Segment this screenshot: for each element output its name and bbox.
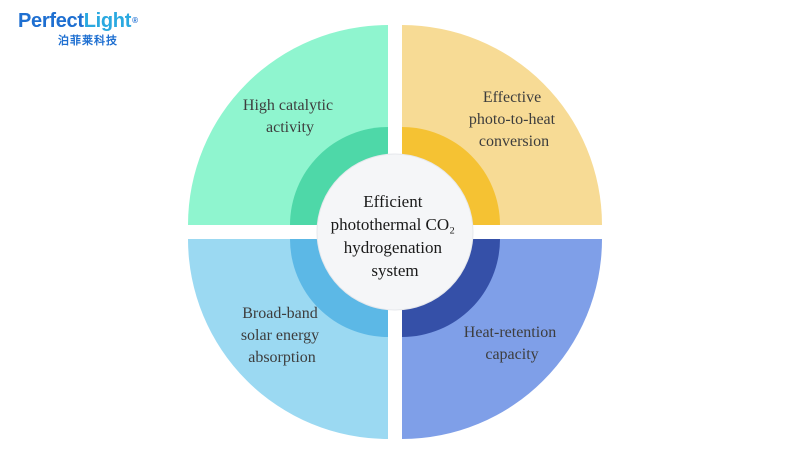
label-top-left: High catalytic activity: [243, 97, 337, 136]
label-top-left-line-2: activity: [266, 119, 314, 136]
logo-registered-mark: ®: [132, 16, 138, 25]
logo-brand: PerfectLight®: [18, 10, 138, 32]
label-bottom-left-line-1: Broad-band: [242, 305, 318, 322]
center-line-4: system: [371, 261, 418, 280]
perfectlight-logo: PerfectLight® 泊菲莱科技: [18, 10, 168, 50]
label-bottom-left-line-3: absorption: [248, 349, 316, 366]
center-line-1: Efficient: [363, 192, 422, 211]
label-bottom-left-line-2: solar energy: [241, 327, 319, 344]
label-bottom-right-line-2: capacity: [485, 346, 538, 363]
logo-brand-part2: Light: [83, 10, 132, 32]
center-line-3: hydrogenation: [344, 238, 443, 257]
label-top-left-line-1: High catalytic: [243, 97, 333, 114]
center-label: Efficient photothermal CO₂ hydrogenation…: [331, 192, 460, 280]
label-top-right: Effective photo-to-heat conversion: [469, 89, 559, 150]
label-bottom-left: Broad-band solar energy absorption: [241, 305, 323, 366]
label-bottom-right-line-1: Heat-retention: [464, 324, 556, 341]
center-circle: [316, 153, 474, 311]
label-top-right-line-2: photo-to-heat: [469, 111, 556, 128]
label-top-right-line-1: Effective: [483, 89, 541, 106]
label-top-right-line-3: conversion: [479, 133, 549, 150]
logo-brand-part1: Perfect: [18, 10, 84, 32]
label-bottom-right: Heat-retention capacity: [464, 324, 560, 363]
logo-chinese-name: 泊菲莱科技: [58, 34, 118, 47]
center-line-2: photothermal CO₂: [331, 215, 455, 234]
